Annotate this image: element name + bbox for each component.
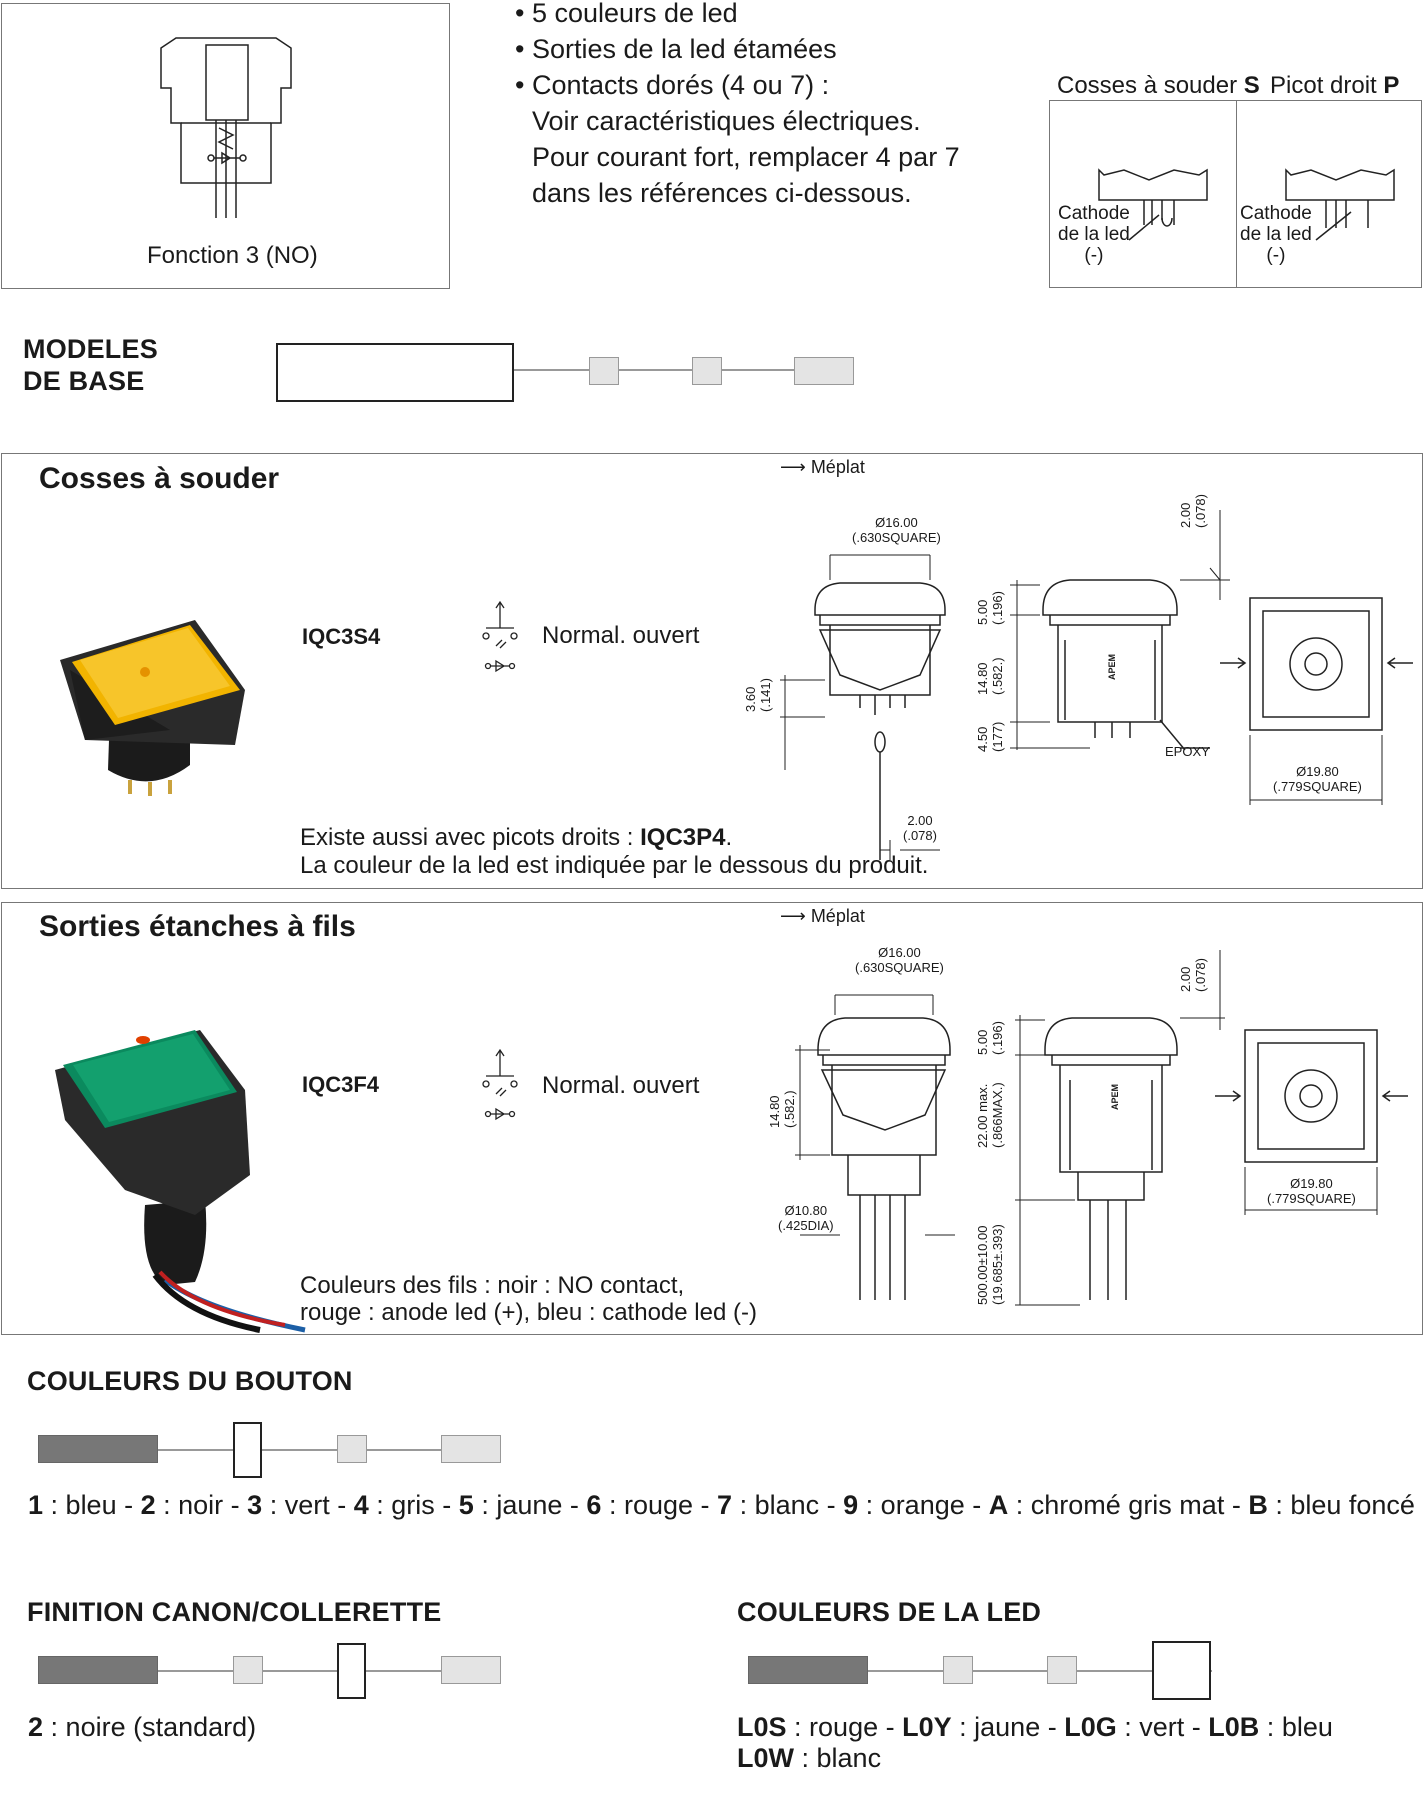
- terminal-solder-drawing: [1098, 168, 1208, 241]
- product-code-wires: IQC3F4: [302, 1072, 380, 1097]
- led-colors-connector: [868, 1670, 1212, 1672]
- section-solder-title: Cosses à souder: [39, 462, 280, 495]
- button-colors-title: COULEURS DU BOUTON: [27, 1366, 353, 1396]
- button-colors-slot-1: [38, 1435, 158, 1463]
- dim-d108-wires: Ø10.80(.425DIA): [778, 1203, 834, 1233]
- terminal-solder-heading: Cosses à souder S: [1057, 72, 1260, 99]
- finish-slot-1: [38, 1656, 158, 1684]
- note-wire-colors-1: Couleurs des fils : noir : NO contact,: [300, 1272, 685, 1299]
- dimension-drawing-wires: [795, 950, 1408, 1306]
- terminal-pin-box: [1236, 100, 1422, 288]
- finish-title: FINITION CANON/COLLERETTE: [27, 1597, 442, 1627]
- bullet-led-colors: 5 couleurs de led: [515, 0, 738, 29]
- bullet-gold-contacts: Contacts dorés (4 ou 7) :: [515, 70, 829, 101]
- finish-connector: [158, 1670, 500, 1672]
- dim-d198-solder: Ø19.80(.779SQUARE): [1273, 764, 1362, 794]
- dim-epoxy: EPOXY: [1165, 744, 1210, 759]
- dim-d5-solder: 5.00(.196): [975, 591, 1005, 625]
- dim-d22-wires: 22.00 max.(.866MAX.): [975, 1082, 1005, 1148]
- base-model-slot-4: [794, 357, 854, 385]
- apem-mark: APEM: [1110, 1083, 1120, 1110]
- dim-d45-solder: 4.50(177): [975, 721, 1005, 752]
- base-model-slot-2: [589, 357, 619, 385]
- note-led-color: La couleur de la led est indiquée par le…: [300, 852, 929, 879]
- dim-d5-wires: 5.00(.196): [975, 1021, 1005, 1055]
- note-line: Voir caractéristiques électriques.: [532, 106, 921, 136]
- led-colors-slot-1: [748, 1656, 868, 1684]
- button-colors-slot-4: [441, 1435, 501, 1463]
- meplat-label: ⟶ Méplat: [780, 906, 865, 926]
- note-wire-colors-2: rouge : anode led (+), bleu : cathode le…: [300, 1299, 757, 1326]
- product-photo-yellow: [60, 620, 245, 796]
- button-colors-slot-2: [233, 1422, 262, 1478]
- arrow-right-icon: ⟶: [780, 457, 811, 477]
- function-schematic-icon: [160, 37, 292, 218]
- button-colors-connector: [158, 1449, 500, 1451]
- section-wires: [1, 902, 1423, 1335]
- note-straight-pins: Existe aussi avec picots droits : IQC3P4…: [300, 824, 733, 851]
- finish-slot-4: [441, 1656, 501, 1684]
- base-model-connector: [514, 369, 854, 371]
- dimension-drawing-solder: [780, 510, 1413, 860]
- terminal-pin-heading: Picot droit P: [1270, 72, 1400, 99]
- dim-d500-wires: 500.00±10.00(19.685±.393): [975, 1224, 1005, 1305]
- function-label: Fonction 3 (NO): [147, 242, 318, 269]
- button-colors-list: 1 : bleu - 2 : noir - 3 : vert - 4 : gri…: [28, 1490, 1415, 1520]
- note-line: dans les références ci-dessous.: [532, 178, 912, 208]
- dim-pin-solder: 2.00(.078): [903, 813, 937, 843]
- normally-open-symbol-icon: [482, 1048, 518, 1121]
- normally-open-symbol-icon: [482, 600, 518, 673]
- note-line: Pour courant fort, remplacer 4 par 7: [532, 142, 960, 172]
- terminal-pin-drawing: [1285, 168, 1395, 241]
- section-solder: [1, 453, 1423, 889]
- dim-d148-solder: 14.80(.582.): [975, 657, 1005, 695]
- finish-slot-3: [337, 1643, 366, 1699]
- base-model-slot-3: [692, 357, 722, 385]
- led-colors-slot-2: [943, 1656, 973, 1684]
- dim-d36-solder: 3.60(.141): [743, 678, 773, 712]
- function-text-wires: Normal. ouvert: [542, 1072, 700, 1099]
- function-diagram-box: [1, 3, 450, 289]
- dim-d16-wires: Ø16.00(.630SQUARE): [855, 945, 944, 975]
- dim-d2-wires: 2.00(.078): [1178, 958, 1208, 992]
- led-colors-list: L0S : rouge - L0Y : jaune - L0G : vert -…: [737, 1712, 1333, 1773]
- product-code-solder: IQC3S4: [302, 624, 381, 649]
- finish-value: 2 : noire (standard): [28, 1712, 257, 1742]
- led-colors-slot-4: [1152, 1641, 1211, 1700]
- finish-slot-2: [233, 1656, 263, 1684]
- arrow-right-icon: ⟶: [780, 906, 811, 926]
- led-colors-title: COULEURS DE LA LED: [737, 1597, 1042, 1627]
- meplat-label: ⟶ Méplat: [780, 457, 865, 477]
- apem-mark: APEM: [1107, 653, 1117, 680]
- dim-d16-solder: Ø16.00(.630SQUARE): [852, 515, 941, 545]
- dim-d198-wires: Ø19.80(.779SQUARE): [1267, 1176, 1356, 1206]
- button-colors-slot-3: [337, 1435, 367, 1463]
- function-text-solder: Normal. ouvert: [542, 622, 700, 649]
- section-wires-title: Sorties étanches à fils: [39, 910, 356, 943]
- bullet-led-outputs: Sorties de la led étamées: [515, 34, 837, 65]
- base-model-slot-1: [276, 343, 514, 402]
- led-colors-slot-3: [1047, 1656, 1077, 1684]
- dim-d2-solder: 2.00(.078): [1178, 494, 1208, 528]
- dim-d148-wires: 14.80(.582.): [767, 1090, 797, 1128]
- product-photo-green: [55, 1030, 306, 1333]
